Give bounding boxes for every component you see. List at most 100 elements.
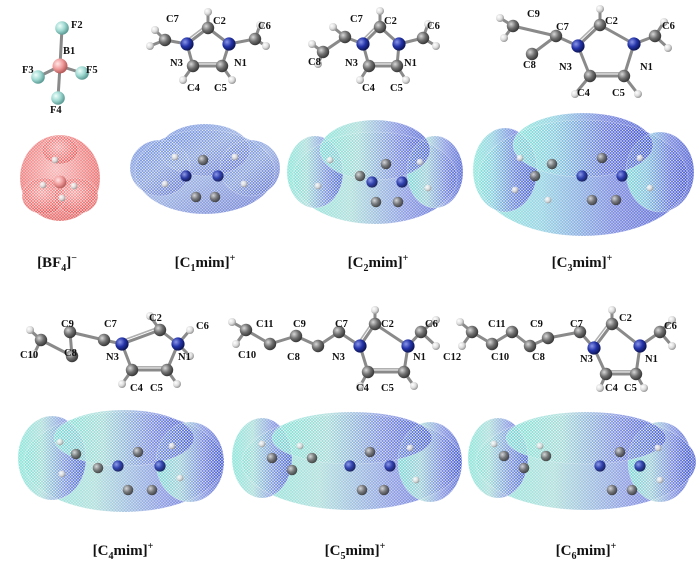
atom-H [308, 40, 316, 48]
atom-label: C8 [532, 352, 545, 363]
atom-label: C6 [427, 21, 440, 32]
esp-atom-C [132, 446, 144, 458]
atom-C [34, 333, 48, 347]
atom-C [629, 367, 643, 381]
esp-atom-C [70, 448, 82, 460]
c3mim-esp-surface [472, 112, 695, 237]
atom-F [31, 70, 45, 84]
atom-label: F2 [71, 20, 83, 31]
atom-C [605, 317, 619, 331]
atom-label: C5 [624, 383, 637, 394]
atom-C [485, 337, 499, 351]
esp-atom-H [511, 186, 519, 194]
bond [511, 24, 558, 38]
esp-atom-N [344, 460, 356, 472]
esp-atom-B [53, 175, 67, 189]
atom-H [668, 342, 676, 350]
atom-N [180, 37, 194, 51]
atom-C [248, 32, 262, 46]
esp-atom-H [176, 474, 184, 482]
atom-H [371, 306, 379, 314]
atom-label: C12 [443, 352, 461, 363]
caption-c5mim: [C5mim]+ [324, 541, 386, 562]
esp-atom-C [626, 484, 638, 496]
atom-label: N1 [178, 352, 191, 363]
esp-atom-H [406, 444, 414, 452]
atom-C [541, 331, 555, 345]
esp-atom-H [240, 180, 248, 188]
c2mim-esp-surface [286, 119, 464, 225]
esp-atom-C [518, 462, 530, 474]
esp-atom-N [396, 176, 408, 188]
atom-label: C10 [20, 350, 38, 361]
atom-label: C8 [287, 352, 300, 363]
double-bond [120, 326, 160, 342]
esp-atom-C [540, 450, 552, 462]
esp-atom-N [154, 460, 166, 472]
atom-label: C8 [64, 348, 77, 359]
esp-atom-H [58, 194, 66, 202]
atom-H [634, 90, 642, 98]
atom-label: F5 [86, 65, 98, 76]
esp-atom-C [146, 484, 158, 496]
c4mim-esp-surface [17, 409, 225, 513]
esp-atom-C [356, 484, 368, 496]
atom-H [456, 318, 464, 326]
atom-label: C2 [384, 16, 397, 27]
atom-F [75, 66, 89, 80]
atom-C [160, 363, 174, 377]
atom-H [179, 76, 187, 84]
esp-atom-N [212, 170, 224, 182]
caption-c6mim: [C6mim]+ [555, 541, 617, 562]
esp-atom-H [536, 442, 544, 450]
esp-atom-C [92, 462, 104, 474]
esp-atom-C [392, 196, 404, 208]
atom-label: C9 [61, 319, 74, 330]
atom-C [63, 325, 77, 339]
atom-C [648, 29, 662, 43]
atom-label: C6 [425, 319, 438, 330]
atom-C [523, 339, 537, 353]
caption-c1mim: [C1mim]+ [174, 253, 236, 274]
atom-label: N3 [106, 352, 119, 363]
atom-label: F3 [22, 65, 34, 76]
atom-label: C5 [214, 83, 227, 94]
atom-label: C11 [256, 319, 274, 330]
atom-N [627, 37, 641, 51]
esp-atom-N [594, 460, 606, 472]
atom-H [228, 76, 236, 84]
esp-atom-H [656, 476, 664, 484]
atom-label: C10 [238, 350, 256, 361]
atom-H [496, 14, 504, 22]
atom-label: C9 [293, 319, 306, 330]
atom-label: N3 [580, 354, 593, 365]
atom-label: C5 [150, 383, 163, 394]
esp-atom-H [654, 444, 662, 452]
atom-label: C7 [104, 319, 117, 330]
atom-label: N3 [332, 352, 345, 363]
atom-N [356, 37, 370, 51]
esp-atom-H [544, 196, 552, 204]
atom-label: N3 [559, 62, 572, 73]
atom-H [146, 312, 154, 320]
esp-atom-H [412, 476, 420, 484]
esp-atom-C [197, 154, 209, 166]
esp-atom-C [546, 158, 558, 170]
atom-label: C7 [350, 14, 363, 25]
atom-N [392, 37, 406, 51]
atom-C [549, 29, 563, 43]
atom-N [587, 341, 601, 355]
esp-atom-N [112, 460, 124, 472]
atom-H [146, 42, 154, 50]
atom-F [51, 91, 65, 105]
atom-label: C2 [213, 16, 226, 27]
atom-label: C4 [362, 83, 376, 94]
atom-C [186, 59, 200, 73]
esp-atom-H [161, 180, 169, 188]
